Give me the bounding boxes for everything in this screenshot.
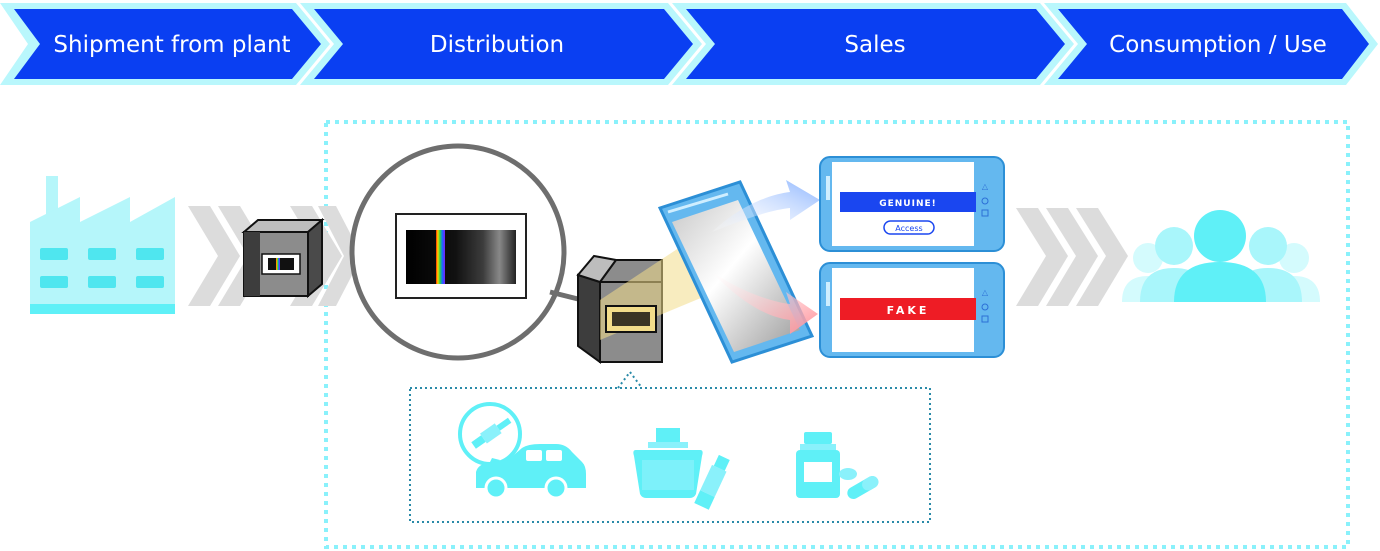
access-button[interactable] (883, 220, 935, 235)
people-icon (1122, 210, 1320, 302)
stage-banner-sales: Sales (672, 3, 1074, 85)
stage-label-sales: Sales (844, 32, 905, 58)
stage-label-consumption: Consumption / Use (1109, 32, 1327, 58)
medicine-icon (796, 432, 879, 499)
genuine-label: GENUINE! (879, 199, 937, 209)
genuine-arrow (712, 180, 820, 232)
magnifier-icon (349, 143, 619, 361)
factory-icon (30, 176, 175, 314)
stage-label-shipment: Shipment from plant (53, 32, 290, 58)
cosmetics-icon (633, 428, 730, 510)
nav-triangle-icon: △ (982, 182, 989, 191)
callout-connector (617, 370, 643, 389)
nav-square-icon (981, 209, 989, 217)
flow-chevrons-right (1016, 208, 1128, 306)
stage-banner-consumption: Consumption / Use (1044, 3, 1378, 85)
fake-arrow (712, 272, 818, 334)
genuine-result-screen: GENUINE! Access △ (819, 156, 1005, 252)
fake-label: FAKE (887, 304, 930, 317)
nav-square-icon (981, 315, 989, 323)
car-icon (476, 444, 586, 500)
nav-circle-icon (981, 197, 989, 205)
stage-banner-distribution: Distribution (300, 3, 702, 85)
access-button-label: Access (895, 224, 922, 233)
product-box-icon (241, 217, 325, 299)
stage-banner-shipment: Shipment from plant (0, 3, 330, 85)
nav-circle-icon (981, 303, 989, 311)
nav-triangle-icon: △ (982, 288, 989, 297)
stage-label-distribution: Distribution (430, 32, 564, 58)
verification-region (324, 120, 1350, 549)
fake-result-screen: FAKE △ (819, 262, 1005, 358)
product-category-box (409, 387, 931, 523)
smartphone-icon (657, 180, 815, 364)
